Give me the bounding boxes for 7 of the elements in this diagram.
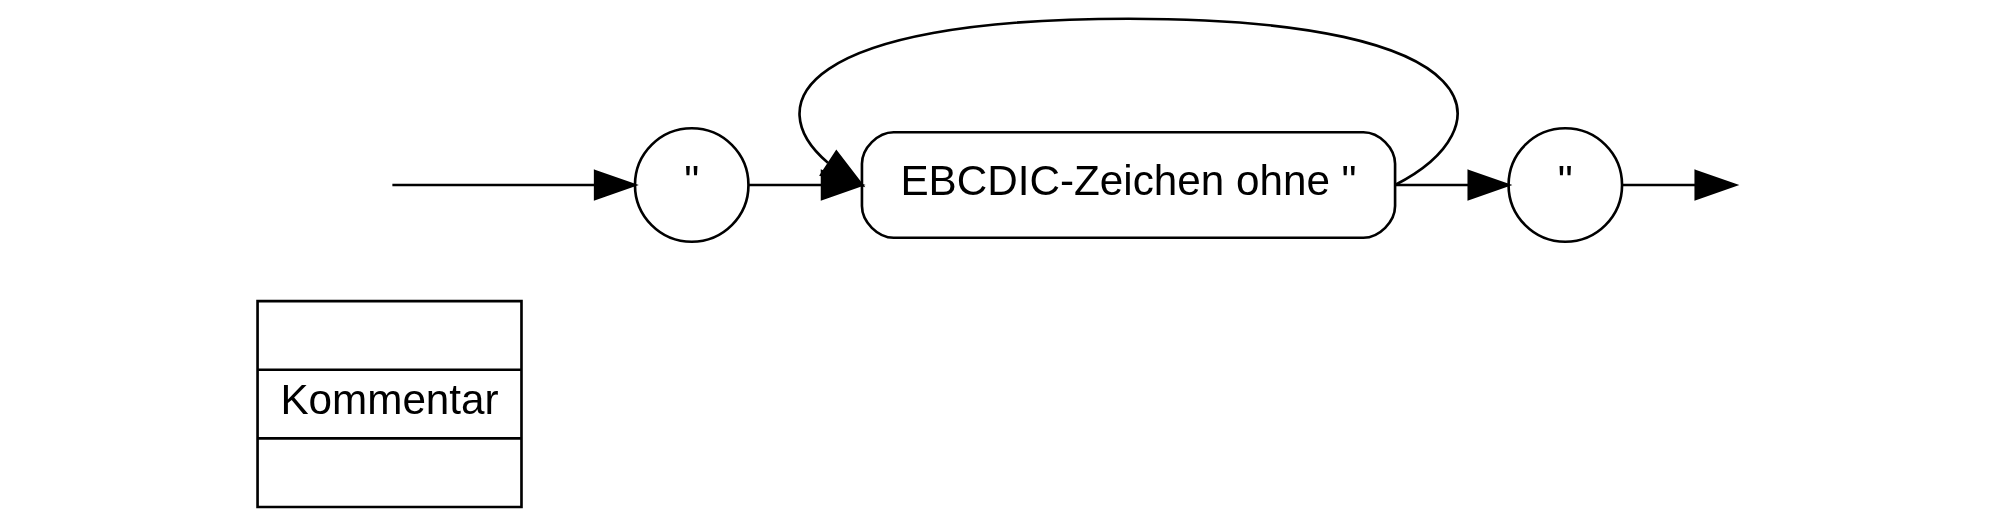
node-circle: " <box>1506 126 1623 244</box>
arrow <box>797 17 1458 188</box>
arrow <box>391 169 639 201</box>
arrow <box>1622 169 1739 201</box>
node-circle: " <box>633 126 750 244</box>
arrow <box>1395 169 1512 201</box>
node-box: EBCDIC-Zeichen ohne " <box>860 130 1396 240</box>
